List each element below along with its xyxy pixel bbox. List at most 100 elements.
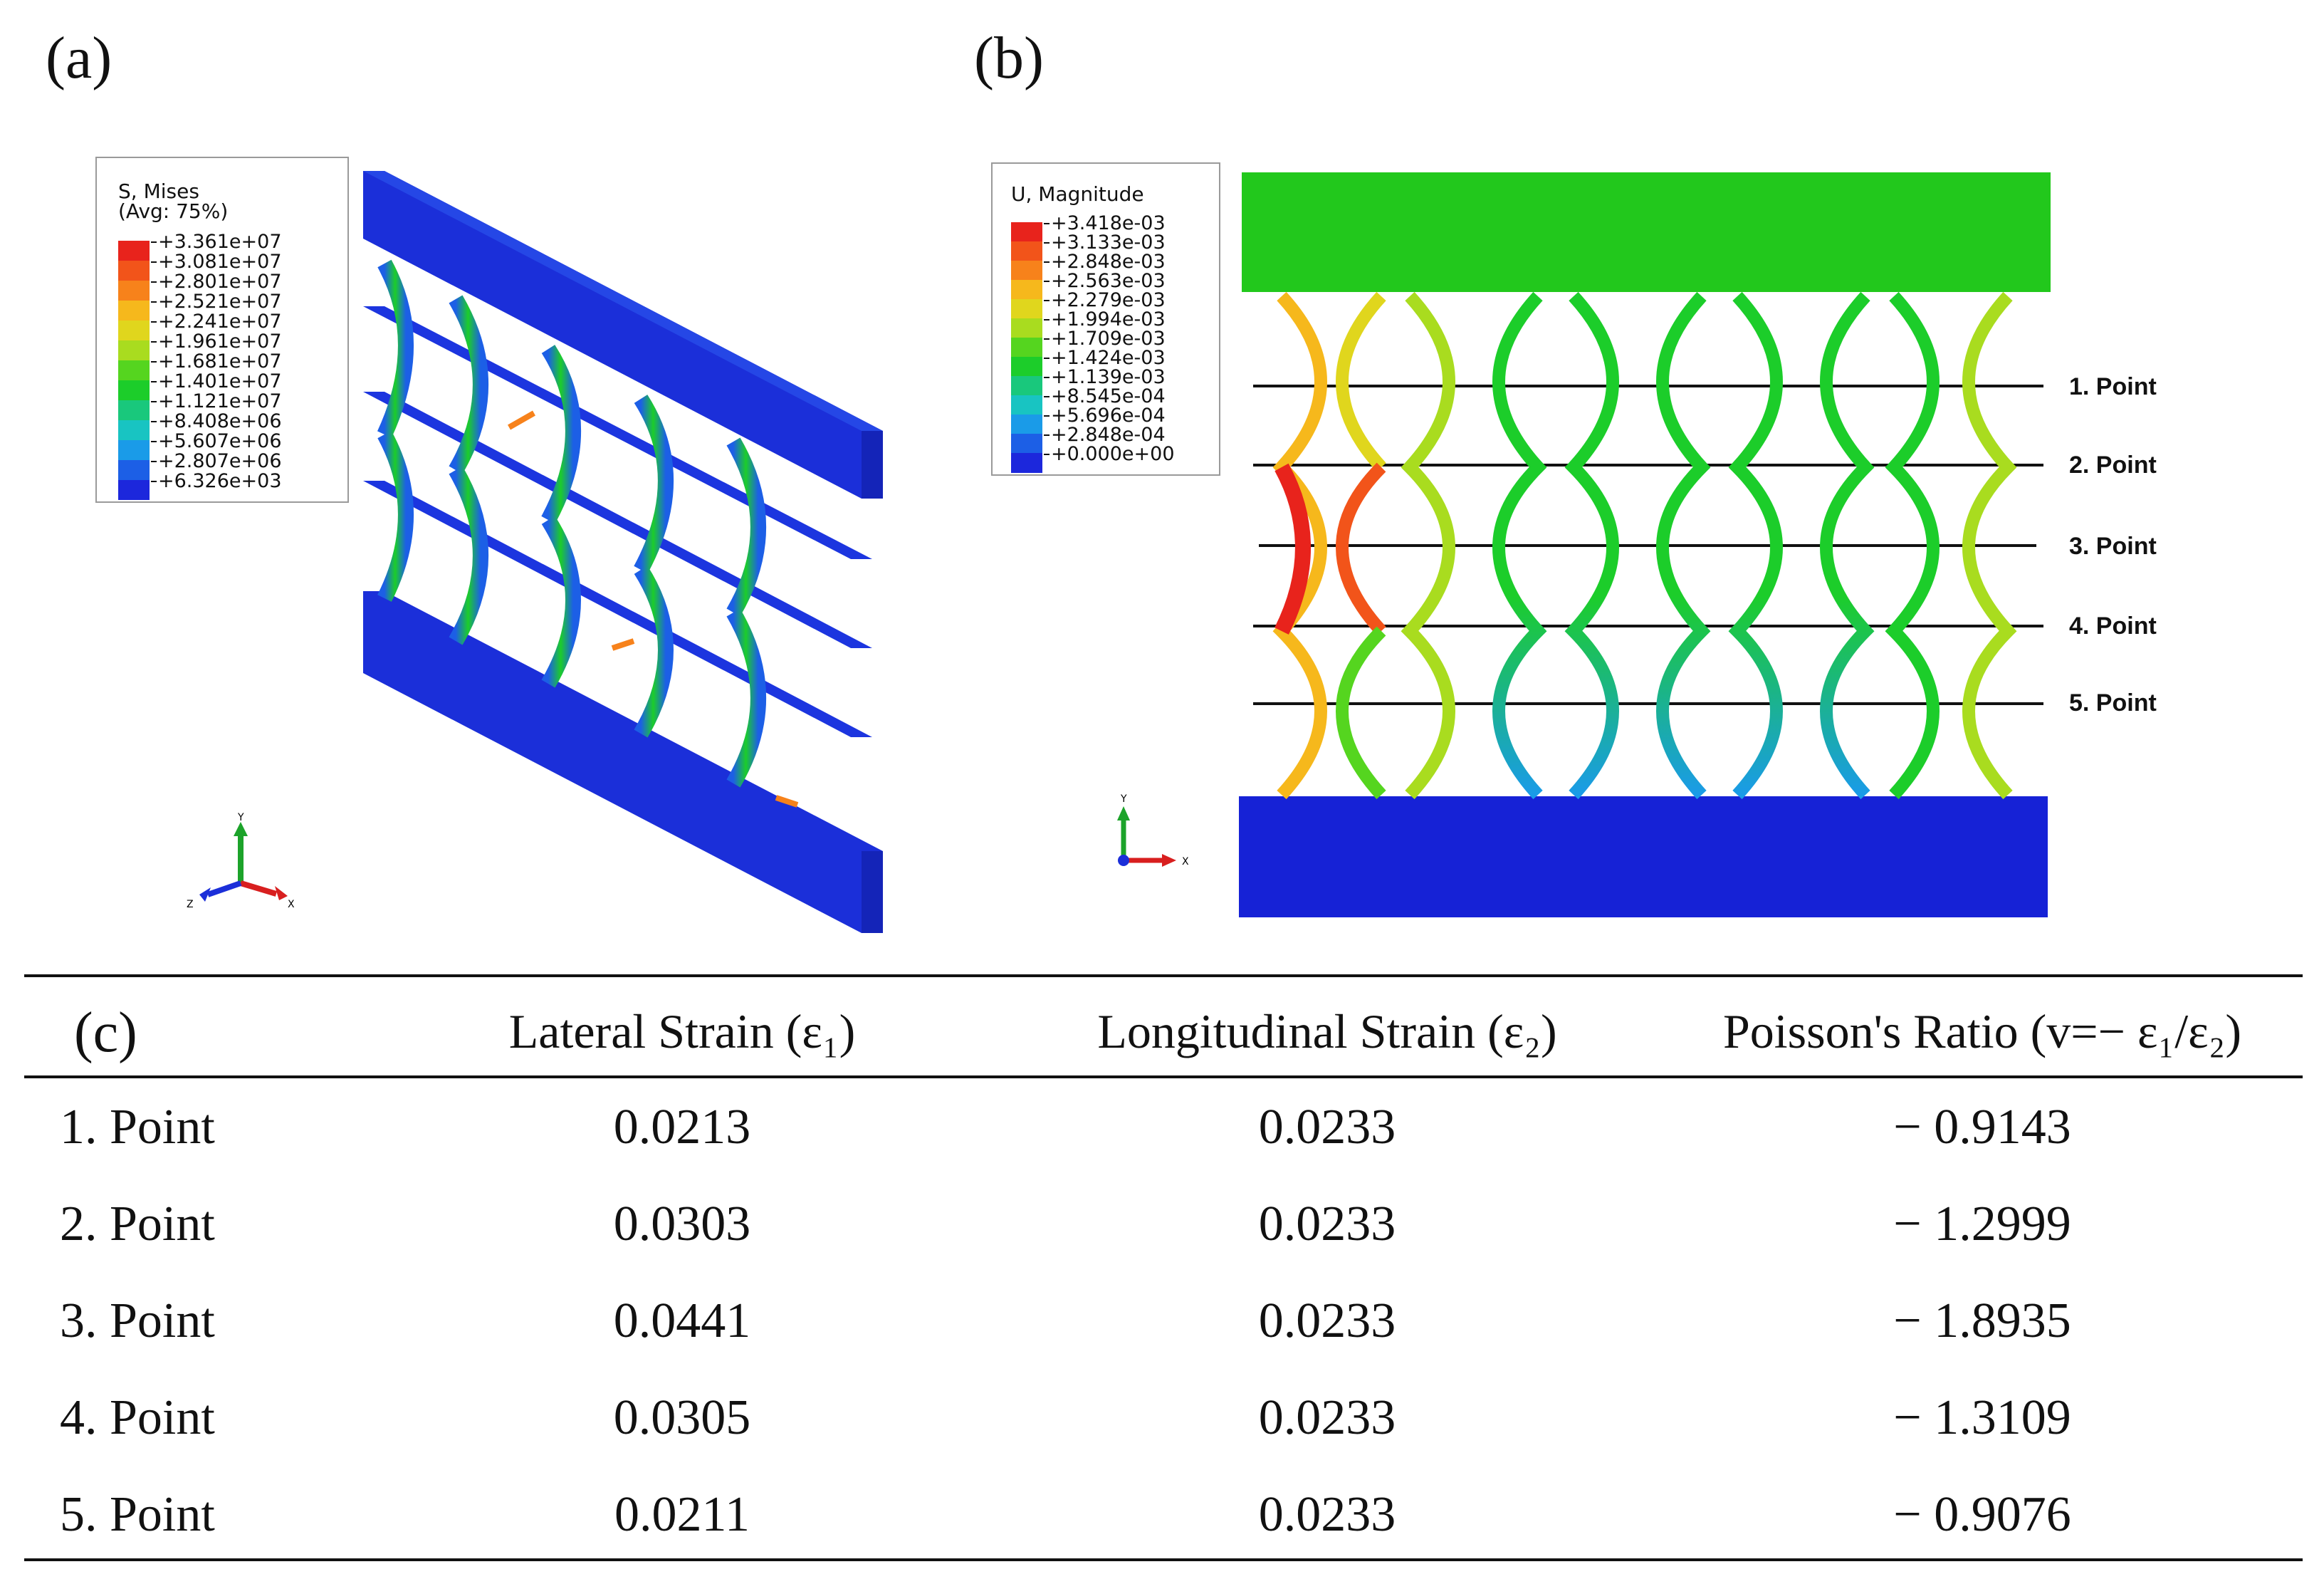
displacement-legend-tick — [1044, 261, 1050, 263]
displacement-legend-value: +2.279e-03 — [1051, 289, 1166, 311]
point-4-label: 4. Point — [2069, 613, 2157, 640]
stress-legend-tick — [151, 321, 157, 323]
stress-legend-tick — [151, 441, 157, 442]
stress-legend-tick — [151, 301, 157, 303]
stress-legend-value: +1.401e+07 — [158, 370, 282, 392]
header-poissons-ratio: Poisson's Ratio (v=− ε₁/ε₂) — [1722, 1004, 2242, 1058]
stress-legend-value: +5.607e+06 — [158, 430, 282, 452]
row-3-lateral: 0.0441 — [613, 1293, 751, 1348]
displacement-legend-tick — [1044, 223, 1050, 224]
displacement-legend-tick — [1044, 396, 1050, 397]
displacement-legend-swatch — [1011, 357, 1042, 377]
stress-legend-value: +3.361e+07 — [158, 231, 282, 253]
stress-contour-model — [363, 171, 883, 933]
displacement-legend-swatch — [1011, 376, 1042, 396]
displacement-legend-value: +2.563e-03 — [1051, 270, 1166, 292]
stress-legend-swatch — [118, 360, 150, 380]
displacement-legend-tick — [1044, 319, 1050, 321]
row-4-poisson: − 1.3109 — [1893, 1390, 2071, 1445]
displacement-legend-value: +1.994e-03 — [1051, 308, 1166, 330]
displacement-legend-swatch — [1011, 318, 1042, 338]
displacement-legend-value: +1.424e-03 — [1051, 347, 1166, 369]
point-1-label: 1. Point — [2069, 373, 2157, 400]
row-5-lateral: 0.0211 — [614, 1487, 750, 1542]
point-5-label: 5. Point — [2069, 689, 2157, 717]
row-1-longitudinal: 0.0233 — [1258, 1100, 1396, 1155]
stress-legend-value: +3.081e+07 — [158, 251, 282, 273]
row-2-longitudinal: 0.0233 — [1258, 1197, 1396, 1251]
row-5-poisson: − 0.9076 — [1893, 1487, 2071, 1542]
stress-legend-swatch — [118, 480, 150, 500]
displacement-legend-swatch — [1011, 395, 1042, 415]
stress-legend-tick — [151, 381, 157, 382]
header-longitudinal-strain: Longitudinal Strain (ε₂) — [1097, 1004, 1557, 1058]
displacement-legend-swatch — [1011, 338, 1042, 358]
displacement-legend-value: +1.709e-03 — [1051, 328, 1166, 350]
row-5-point: 5. Point — [60, 1487, 215, 1542]
row-3-longitudinal: 0.0233 — [1258, 1293, 1396, 1348]
stress-legend-swatch — [118, 281, 150, 301]
stress-legend-swatch — [118, 340, 150, 360]
displacement-legend-value: +2.848e-03 — [1051, 251, 1166, 273]
row-1-point: 1. Point — [60, 1100, 215, 1155]
legend-subtitle: (Avg: 75%) — [118, 199, 229, 223]
stress-legend-swatch — [118, 321, 150, 340]
displacement-legend-tick — [1044, 338, 1050, 340]
displacement-legend-swatch — [1011, 241, 1042, 261]
stress-legend-value: +2.521e+07 — [158, 291, 282, 313]
row-4-longitudinal: 0.0233 — [1258, 1390, 1396, 1445]
stress-legend-value: +2.241e+07 — [158, 311, 282, 333]
stress-legend-tick — [151, 241, 157, 243]
stress-legend-tick — [151, 281, 157, 283]
displacement-legend-tick — [1044, 300, 1050, 301]
displacement-legend-tick — [1044, 454, 1050, 455]
row-3-poisson: − 1.8935 — [1893, 1293, 2071, 1348]
row-3-point: 3. Point — [60, 1293, 215, 1348]
row-5-longitudinal: 0.0233 — [1258, 1487, 1396, 1542]
panel-b-label: (b) — [974, 25, 1044, 91]
table-top-rule — [24, 974, 2303, 977]
displacement-legend-swatch — [1011, 280, 1042, 300]
row-4-lateral: 0.0305 — [613, 1390, 751, 1445]
displacement-legend-tick — [1044, 377, 1050, 378]
stress-legend-value: +1.121e+07 — [158, 390, 282, 412]
displacement-legend-tick — [1044, 434, 1050, 436]
displacement-legend-value: +0.000e+00 — [1051, 443, 1175, 465]
displacement-legend-value: +1.139e-03 — [1051, 366, 1166, 388]
displacement-legend-swatch — [1011, 261, 1042, 281]
stress-legend-swatch — [118, 420, 150, 440]
stress-legend-swatch — [118, 380, 150, 400]
displacement-legend-swatch — [1011, 434, 1042, 454]
displacement-legend-value: +3.133e-03 — [1051, 231, 1166, 254]
displacement-legend-value: +5.696e-04 — [1051, 405, 1166, 427]
row-2-poisson: − 1.2999 — [1893, 1197, 2071, 1251]
stress-legend-swatch — [118, 241, 150, 261]
stress-legend-swatch — [118, 460, 150, 480]
table-bottom-rule — [24, 1558, 2303, 1561]
stress-legend-value: +2.801e+07 — [158, 271, 282, 293]
displacement-legend-value: +2.848e-04 — [1051, 424, 1166, 446]
stress-legend-value: +8.408e+06 — [158, 410, 282, 432]
stress-legend-tick — [151, 461, 157, 462]
displacement-legend-swatch — [1011, 222, 1042, 242]
stress-legend-tick — [151, 401, 157, 402]
stress-legend-value: +2.807e+06 — [158, 450, 282, 472]
row-2-point: 2. Point — [60, 1197, 215, 1251]
displacement-legend-swatch — [1011, 453, 1042, 473]
axis-triad: Y X Z — [187, 812, 295, 910]
stress-legend-value: +6.326e+03 — [158, 470, 282, 492]
stress-legend-tick — [151, 361, 157, 363]
panel-c-label: (c) — [74, 1001, 137, 1064]
row-4-point: 4. Point — [60, 1390, 215, 1445]
stress-legend-swatch — [118, 301, 150, 321]
stress-legend-swatch — [118, 440, 150, 460]
x-axis-label: X — [1182, 856, 1189, 867]
displacement-contour-model — [1239, 172, 2051, 917]
stress-legend-tick — [151, 481, 157, 482]
point-2-label: 2. Point — [2069, 452, 2157, 479]
legend-title: S, Mises — [118, 179, 199, 203]
row-2-lateral: 0.0303 — [613, 1197, 751, 1251]
header-lateral-strain: Lateral Strain (ε₁) — [508, 1004, 856, 1058]
displacement-legend-tick — [1044, 242, 1050, 244]
stress-legend-tick — [151, 261, 157, 263]
